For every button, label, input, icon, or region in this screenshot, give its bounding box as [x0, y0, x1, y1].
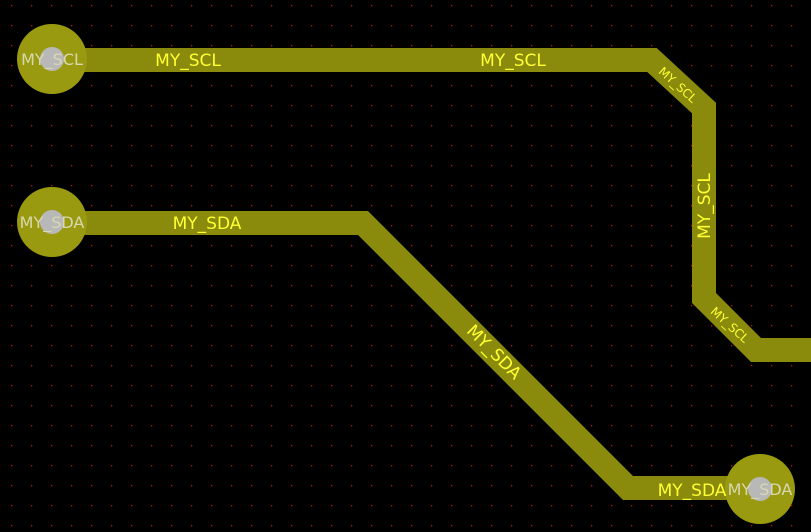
trace-label-scl: MY_SCL — [695, 173, 715, 239]
trace-my-scl[interactable] — [40, 48, 811, 362]
trace-label-sda: MY_SDA — [658, 481, 727, 501]
pad-my-scl-left[interactable]: MY_SCL — [17, 24, 87, 94]
pad-my-sda-left[interactable]: MY_SDA — [17, 187, 87, 257]
pad-label: MY_SDA — [20, 213, 85, 233]
trace-label-sda: MY_SDA — [173, 214, 242, 234]
pad-label: MY_SDA — [728, 480, 793, 500]
trace-label-scl: MY_SCL — [480, 51, 546, 71]
trace-label-scl: MY_SCL — [155, 51, 221, 71]
trace-my-sda[interactable] — [40, 211, 772, 500]
pad-label: MY_SCL — [21, 50, 83, 70]
pad-my-sda-right[interactable]: MY_SDA — [725, 454, 795, 524]
